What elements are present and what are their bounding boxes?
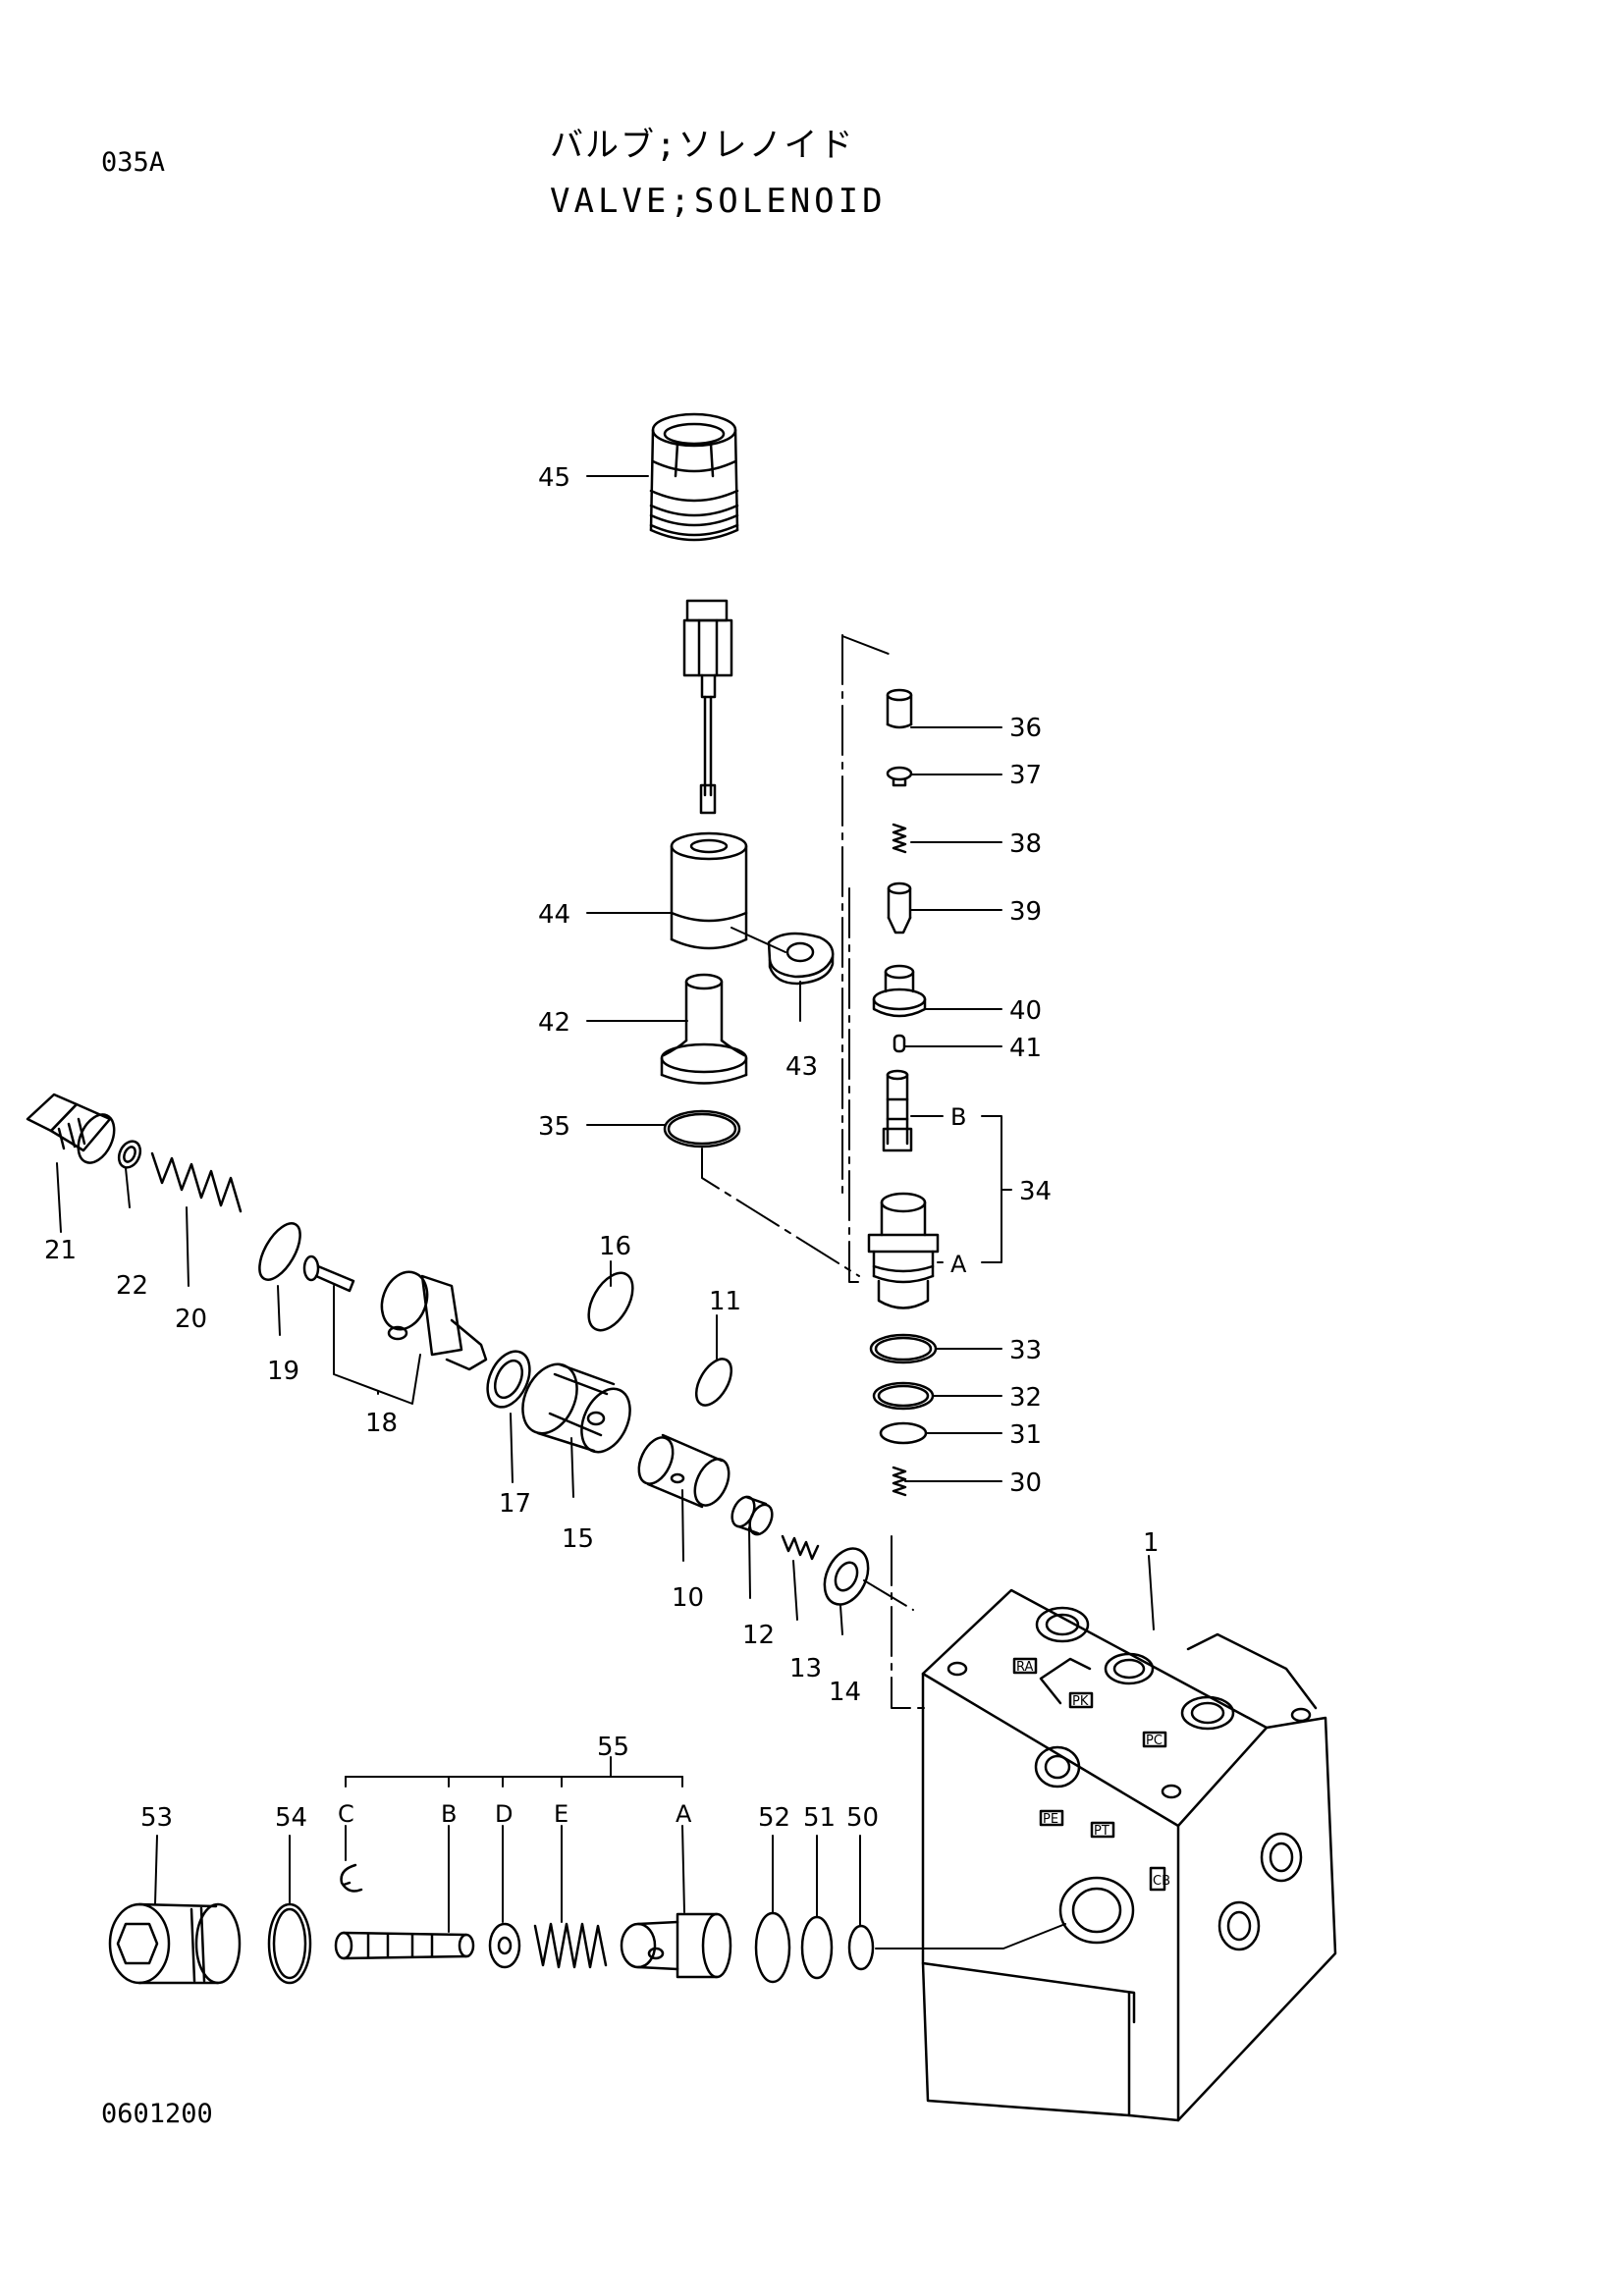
part-50-o-ring xyxy=(847,1924,875,1971)
label-55-A: A xyxy=(676,1800,692,1828)
title-japanese: バルブ;ソレノイド xyxy=(550,126,855,165)
label-22: 22 xyxy=(116,1271,148,1301)
label-10: 10 xyxy=(672,1583,704,1613)
label-41: 41 xyxy=(1009,1034,1042,1063)
part-55C-snap-ring xyxy=(340,1863,363,1893)
label-32: 32 xyxy=(1009,1383,1042,1413)
label-52: 52 xyxy=(758,1803,790,1833)
part-19-o-ring xyxy=(258,1222,301,1281)
label-1: 1 xyxy=(1143,1528,1160,1558)
part-39-poppet xyxy=(887,881,912,934)
part-35-o-ring xyxy=(663,1109,741,1148)
label-20: 20 xyxy=(175,1305,207,1334)
part-14-seat xyxy=(823,1547,870,1606)
part-41-ball xyxy=(893,1034,906,1053)
label-21: 21 xyxy=(44,1236,77,1265)
part-22-washer xyxy=(117,1140,142,1169)
part-35-o-ring-inner xyxy=(667,1112,737,1146)
part-51-o-ring xyxy=(800,1915,834,1980)
label-38: 38 xyxy=(1009,829,1042,859)
part-33-o-ring xyxy=(869,1333,938,1364)
label-34-B: B xyxy=(950,1103,966,1131)
label-12: 12 xyxy=(742,1621,775,1650)
label-33: 33 xyxy=(1009,1336,1042,1365)
label-34-A: A xyxy=(950,1251,967,1278)
part-13-spring xyxy=(781,1534,820,1561)
part-55A-body xyxy=(620,1912,732,1979)
label-14: 14 xyxy=(829,1678,861,1707)
part-32-o-ring xyxy=(872,1381,935,1411)
port-pk: PK xyxy=(1072,1694,1089,1709)
label-40: 40 xyxy=(1009,996,1042,1026)
label-42: 42 xyxy=(538,1008,570,1038)
label-54: 54 xyxy=(275,1803,307,1833)
section-code: 035A xyxy=(101,147,166,178)
part-18-piston xyxy=(302,1255,488,1371)
part-30-spring xyxy=(892,1466,907,1497)
assembly-guide-lines xyxy=(701,634,929,1709)
label-36: 36 xyxy=(1009,714,1042,743)
label-50: 50 xyxy=(846,1803,879,1833)
part-17-washer xyxy=(486,1350,531,1409)
label-19: 19 xyxy=(267,1357,299,1386)
part-42-plunger-tube xyxy=(660,973,748,1085)
part-34-valve-spool xyxy=(867,1069,940,1309)
label-11: 11 xyxy=(709,1287,741,1316)
part-52-o-ring xyxy=(754,1911,791,1984)
leader-lines xyxy=(56,475,1155,1949)
part-53-plug xyxy=(108,1902,242,1985)
part-44-solenoid-coil xyxy=(670,599,748,950)
part-11-o-ring xyxy=(694,1358,733,1407)
label-35: 35 xyxy=(538,1112,570,1142)
label-34: 34 xyxy=(1019,1177,1052,1206)
port-cb: CB xyxy=(1153,1874,1170,1889)
label-13: 13 xyxy=(789,1654,822,1683)
port-ra: RA xyxy=(1016,1660,1034,1675)
port-pc: PC xyxy=(1146,1734,1163,1748)
label-15: 15 xyxy=(562,1524,594,1554)
label-45: 45 xyxy=(538,463,570,493)
part-40-seat xyxy=(872,964,927,1018)
part-55B-stem xyxy=(334,1931,475,1960)
label-18: 18 xyxy=(365,1409,398,1438)
part-20-spring xyxy=(150,1151,243,1213)
label-55-B: B xyxy=(441,1800,457,1828)
port-pt: PT xyxy=(1094,1824,1109,1839)
part-55D-washer xyxy=(488,1922,521,1969)
label-44: 44 xyxy=(538,900,570,930)
part-37-seat xyxy=(886,766,913,787)
part-number-labels: 45 44 43 42 35 36 37 38 39 40 41 B 34 A … xyxy=(44,463,1170,1889)
label-55-C: C xyxy=(338,1800,354,1828)
label-43: 43 xyxy=(785,1052,818,1082)
title-english: VALVE;SOLENOID xyxy=(550,182,887,221)
label-53: 53 xyxy=(140,1803,173,1833)
label-39: 39 xyxy=(1009,897,1042,927)
label-30: 30 xyxy=(1009,1468,1042,1498)
part-38-spring xyxy=(892,823,907,854)
label-55: 55 xyxy=(597,1733,629,1762)
label-55-E: E xyxy=(554,1800,568,1828)
part-45-cap-nut xyxy=(649,412,739,542)
figure-number: 0601200 xyxy=(101,2099,213,2129)
part-12-plug xyxy=(730,1495,774,1536)
part-1-valve-body xyxy=(921,1588,1337,2122)
label-16: 16 xyxy=(599,1232,631,1261)
label-37: 37 xyxy=(1009,761,1042,790)
part-55E-spring xyxy=(533,1922,608,1969)
part-54-o-ring xyxy=(267,1902,312,1985)
label-31: 31 xyxy=(1009,1420,1042,1450)
label-17: 17 xyxy=(499,1489,531,1519)
label-55-D: D xyxy=(495,1800,513,1828)
part-36-pin xyxy=(886,688,913,729)
port-pe: PE xyxy=(1043,1812,1058,1827)
part-15-sleeve xyxy=(521,1362,631,1454)
part-10-spool xyxy=(637,1433,730,1509)
part-43-washer xyxy=(767,932,835,986)
part-16-o-ring xyxy=(587,1271,634,1332)
part-21-plug xyxy=(26,1093,116,1164)
part-31-o-ring xyxy=(879,1421,928,1445)
label-51: 51 xyxy=(803,1803,836,1833)
